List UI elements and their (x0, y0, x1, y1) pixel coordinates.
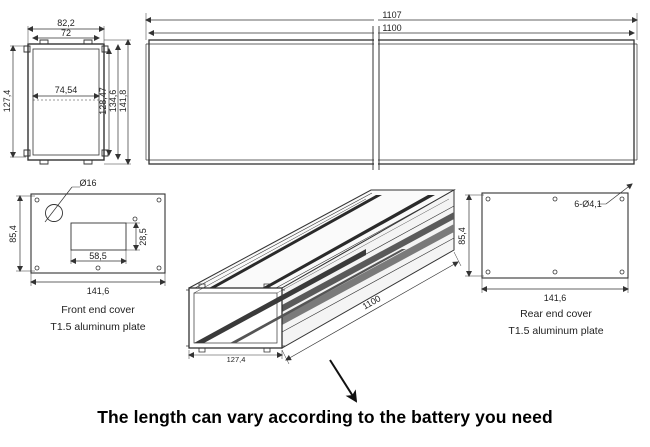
dim-front-cutout-width: 58,5 (89, 251, 107, 261)
dim-iso-width: 127,4 (227, 355, 246, 364)
dim-front-height: 85,4 (8, 225, 18, 243)
rear-cover-label-line1: Rear end cover (520, 308, 592, 320)
dim-profile-outer-width: 82,2 (57, 18, 75, 28)
dim-profile-height-left: 127,4 (2, 90, 12, 113)
rear-end-cover-view (465, 183, 633, 293)
dim-profile-height-3: 141,8 (118, 90, 128, 113)
dim-front-cutout-height: 28,5 (138, 228, 148, 246)
pointer-arrow (329, 359, 358, 403)
front-cover-label-line2: T1.5 aluminum plate (50, 321, 145, 333)
front-cover-label-line1: Front end cover (61, 304, 135, 316)
dim-rear-width: 141,6 (544, 293, 567, 303)
front-end-cover-view (16, 186, 166, 286)
dim-front-width: 141,6 (87, 286, 110, 296)
dim-rear-height: 85,4 (457, 227, 467, 245)
dim-rear-holes: 6-Ø4,1 (574, 199, 602, 209)
dim-body-length: 1100 (382, 23, 401, 33)
dim-profile-inner-width: 72 (61, 28, 71, 38)
dim-profile-height-1: 128,47 (98, 87, 108, 115)
profile-section-view (10, 26, 131, 165)
dim-profile-height-2: 134,6 (108, 90, 118, 113)
side-view (145, 13, 638, 172)
caption: The length can vary according to the bat… (97, 407, 553, 427)
isometric-enclosure-view (186, 189, 462, 365)
dim-total-length: 1107 (382, 10, 401, 20)
rear-cover-label-line2: T1.5 aluminum plate (508, 325, 603, 337)
dim-front-hole: Ø16 (79, 178, 96, 188)
dim-profile-inner-span: 74,54 (55, 85, 78, 95)
